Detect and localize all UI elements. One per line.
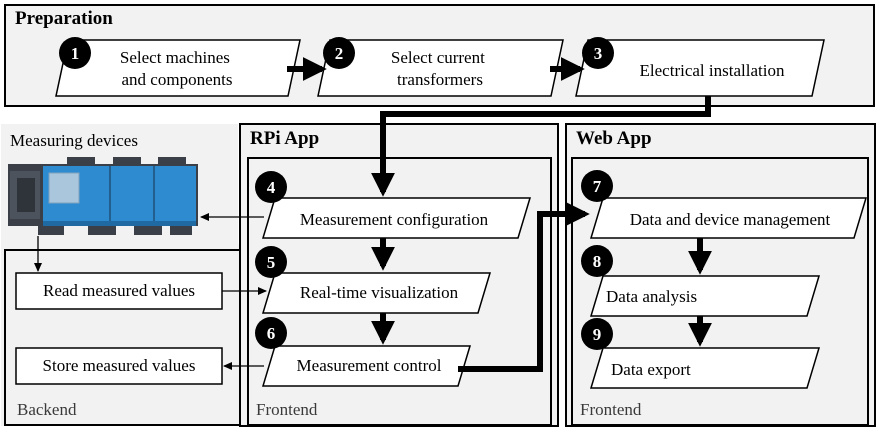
measuring-devices-label: Measuring devices	[10, 131, 138, 150]
step-1-number-badge	[59, 37, 91, 69]
step-3-number-badge	[582, 37, 614, 69]
backend-label: Backend	[17, 400, 77, 419]
arrow-step6-to-step7	[458, 202, 590, 372]
step-2-number-badge	[323, 37, 355, 69]
rpi-app-title: RPi App	[250, 128, 319, 149]
step-6-number: 6	[267, 324, 276, 343]
measuring-device-image	[8, 157, 198, 235]
web-frontend-label: Frontend	[580, 400, 642, 419]
step-1-label: Select machines and components	[120, 48, 234, 89]
step-7-label: Data and device management	[630, 210, 831, 229]
step-7-number-badge	[581, 170, 613, 202]
step-4-label: Measurement configuration	[300, 210, 489, 229]
step-1-number: 1	[71, 44, 80, 63]
step-6-number-badge	[255, 317, 287, 349]
arrow-step3-to-step4	[371, 96, 711, 197]
step-7-number: 7	[593, 177, 602, 196]
read-measured-values-label: Read measured values	[43, 281, 195, 300]
step-6-label: Measurement control	[297, 356, 442, 375]
store-measured-values-box	[15, 347, 223, 385]
step-7-box	[589, 197, 868, 239]
store-measured-values-label: Store measured values	[43, 356, 196, 375]
step-8-number: 8	[593, 252, 602, 271]
rpi-frontend-label: Frontend	[256, 400, 318, 419]
step-5-box	[261, 272, 492, 314]
preparation-title: Preparation	[15, 8, 113, 29]
step-2-number: 2	[335, 44, 344, 63]
step-5-number: 5	[267, 253, 276, 272]
step-9-number-badge	[581, 318, 613, 350]
step-9-box	[589, 347, 821, 389]
step-5-label: Real-time visualization	[300, 283, 459, 302]
step-3-number: 3	[594, 44, 603, 63]
web-app-title: Web App	[576, 128, 652, 149]
step-1-box	[55, 39, 301, 97]
step-4-number-badge	[255, 171, 287, 203]
step-9-number: 9	[593, 325, 602, 344]
step-6-box	[261, 345, 472, 387]
step-4-number: 4	[267, 178, 276, 197]
step-9-label: Data export	[611, 360, 691, 379]
step-3-label: Electrical installation	[640, 61, 785, 80]
step-8-label: Data analysis	[606, 287, 697, 306]
step-4-box	[261, 197, 532, 239]
step-5-number-badge	[255, 246, 287, 278]
step-2-label: Select current transformers	[391, 48, 489, 89]
step-8-number-badge	[581, 245, 613, 277]
step-8-box	[589, 275, 821, 317]
